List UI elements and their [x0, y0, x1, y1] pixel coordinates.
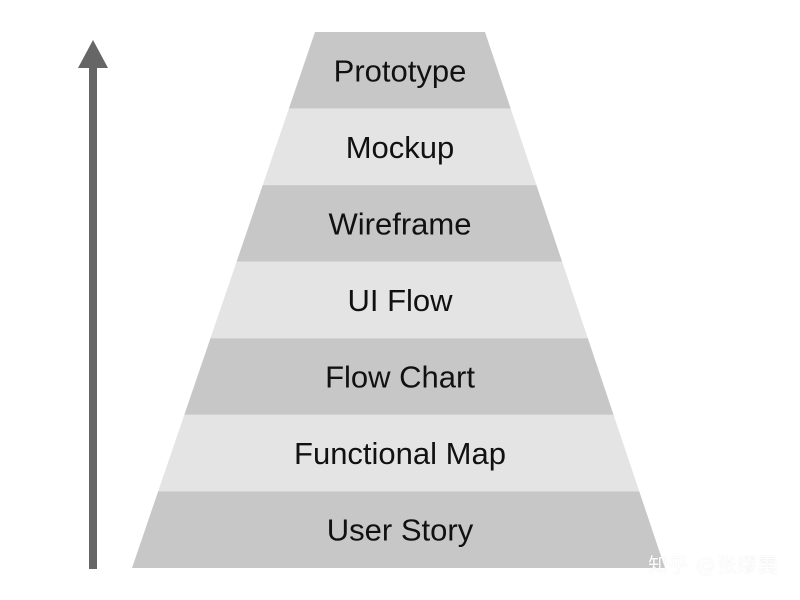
pyramid-layer-band — [210, 261, 588, 339]
pyramid-layer-label: Mockup — [346, 130, 455, 165]
pyramid-layer-band — [262, 108, 537, 186]
watermark: 知乎 @张缪霙 — [648, 553, 778, 577]
pyramid-layer-label: Prototype — [334, 53, 467, 88]
pyramid-layer-label: Wireframe — [329, 206, 472, 241]
pyramid-layer-label: Flow Chart — [325, 360, 475, 395]
pyramid-layer: Wireframe — [236, 185, 563, 262]
pyramid-layer: UI Flow — [210, 261, 588, 339]
pyramid-layer-band — [184, 338, 614, 415]
pyramid-layer-label: Functional Map — [294, 436, 506, 471]
pyramid-layer: Flow Chart — [184, 338, 614, 415]
pyramid-layer-label: User Story — [327, 513, 474, 548]
pyramid-layer: Functional Map — [158, 414, 640, 492]
pyramid-layer: User Story — [132, 491, 665, 568]
pyramid-layer-label: UI Flow — [347, 283, 453, 318]
arrow-head — [78, 40, 108, 68]
pyramid-layer-band — [132, 491, 665, 568]
up-arrow-icon — [78, 40, 108, 569]
pyramid-layer-band — [288, 32, 511, 109]
arrow-shaft — [89, 66, 97, 569]
pyramid-layer-band — [158, 414, 640, 492]
pyramid-layer: Mockup — [262, 108, 537, 186]
pyramid-layer: Prototype — [288, 32, 511, 109]
pyramid-layer-band — [236, 185, 563, 262]
